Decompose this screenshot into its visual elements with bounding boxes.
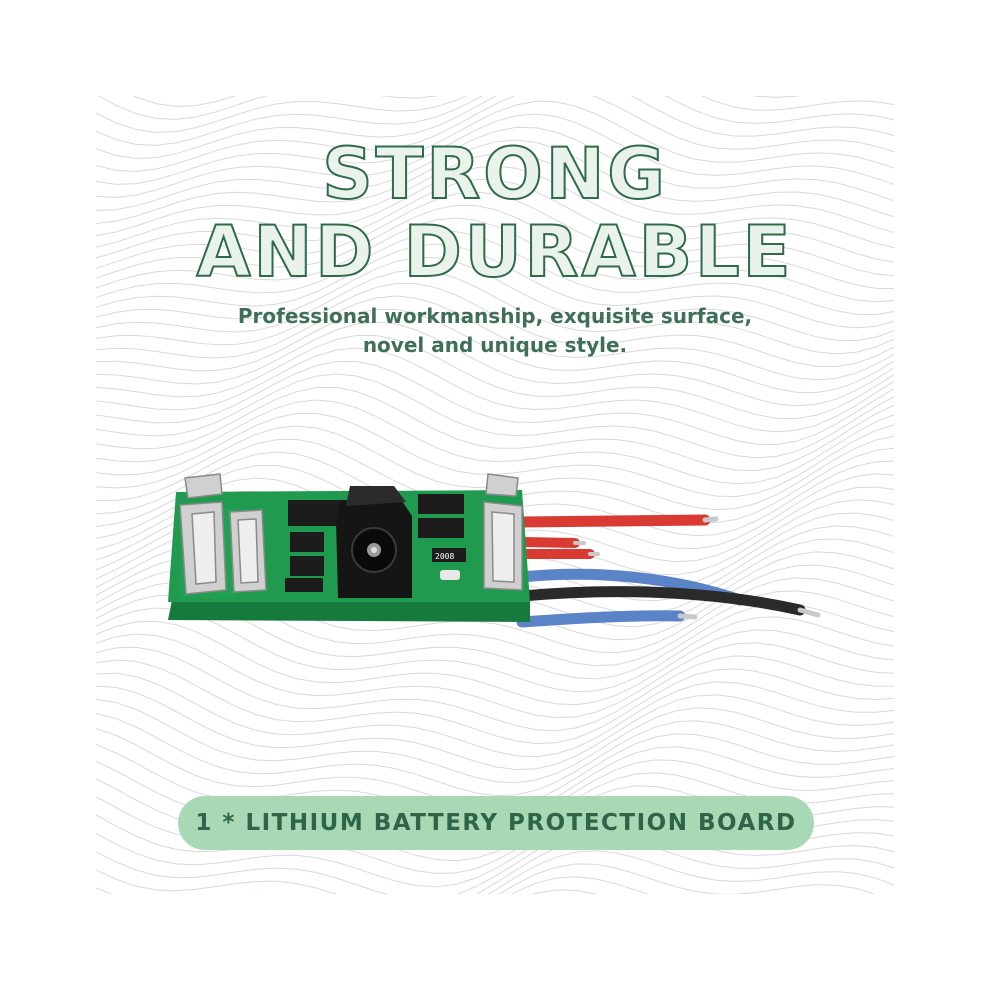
wave-line — [96, 685, 894, 771]
wave-line — [96, 386, 894, 472]
wave-line — [96, 269, 894, 355]
wave-line — [96, 850, 894, 894]
wave-line — [96, 165, 894, 249]
wave-line — [96, 837, 894, 894]
wave-line — [96, 633, 894, 719]
wave-line — [96, 347, 894, 433]
wave-line — [96, 100, 894, 185]
wave-line — [96, 373, 894, 459]
wave-line — [96, 217, 894, 303]
wave-line — [96, 96, 894, 133]
headline-line-2: AND DURABLE — [195, 210, 794, 294]
wave-line — [96, 824, 894, 894]
caption-pill — [178, 796, 814, 850]
wave-line — [96, 360, 894, 446]
wave-line — [96, 256, 894, 342]
subtitle-line-2: novel and unique style. — [362, 333, 628, 357]
wave-line — [96, 191, 894, 277]
wave-line — [511, 876, 650, 894]
wave-line — [498, 863, 876, 894]
wave-line — [96, 178, 894, 263]
subtitle-line-1: Professional workmanship, exquisite surf… — [237, 304, 753, 328]
wave-line — [96, 113, 894, 199]
wire-blue-lower — [516, 610, 686, 628]
wave-line — [96, 620, 894, 706]
wires — [516, 514, 821, 628]
right-terminals — [483, 473, 523, 591]
wave-line — [96, 126, 894, 211]
wave-line — [96, 295, 894, 381]
wave-line — [96, 309, 894, 394]
wave-line — [96, 152, 894, 237]
wave-line — [96, 712, 894, 797]
wire-red-top — [516, 514, 711, 528]
wire-red-middle — [517, 537, 580, 548]
wave-line — [96, 230, 894, 316]
wave-line — [96, 204, 894, 290]
wave-line — [96, 646, 894, 732]
wire-black — [516, 586, 806, 616]
wave-line — [132, 96, 237, 107]
wave-line — [96, 672, 894, 758]
chip-label: 2008 — [435, 552, 454, 561]
wave-line — [96, 96, 894, 172]
caption-text: 1 * LITHIUM BATTERY PROTECTION BOARD — [195, 810, 797, 836]
left-terminals — [179, 473, 267, 595]
wave-line — [96, 321, 894, 407]
wave-line — [96, 96, 894, 146]
wave-line — [96, 282, 894, 368]
wave-line — [96, 96, 894, 159]
battery-protection-board-photo: 2008 — [168, 473, 821, 628]
dc-power-jack — [336, 486, 412, 598]
wave-line — [96, 243, 894, 329]
wave-line — [96, 698, 894, 784]
wave-line — [96, 399, 894, 485]
wave-line — [96, 335, 894, 420]
wave-line — [96, 412, 894, 498]
headline-line-1: STRONG — [321, 132, 668, 216]
wave-line — [96, 659, 894, 745]
wave-line — [96, 139, 894, 225]
wave-line — [97, 96, 801, 120]
